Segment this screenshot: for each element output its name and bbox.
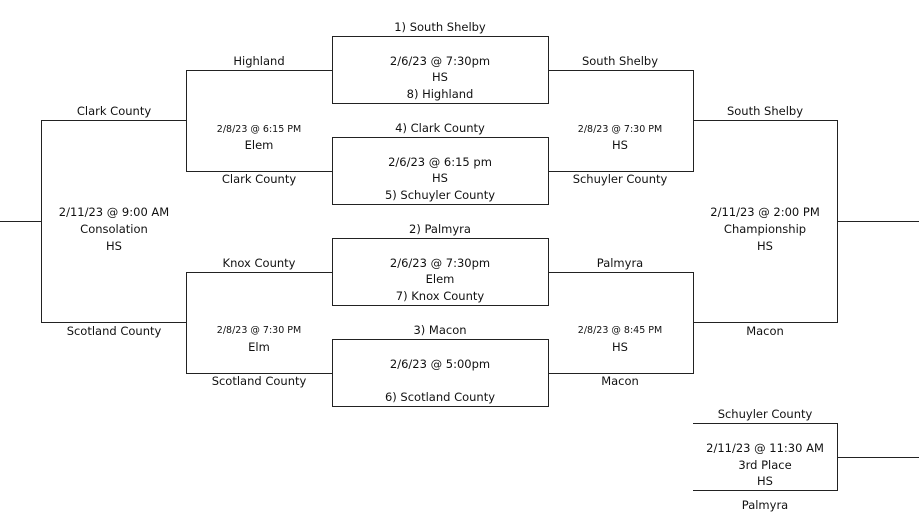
winners-semi-1-top-line (549, 70, 693, 71)
consolation-title: Consolation (80, 222, 148, 236)
consolation-bottom-team: Scotland County (66, 324, 162, 338)
winners-semi-1-bottom-team: Schuyler County (572, 172, 668, 186)
losers-semi-2-top-line (186, 272, 332, 273)
consolation-top-team: Clark County (76, 104, 152, 118)
championship-winner-line (837, 221, 919, 222)
winners-semi-1-bottom-line (549, 171, 693, 172)
consolation-vertical-line (41, 120, 42, 323)
game-4-date: 2/6/23 @ 5:00pm (389, 357, 491, 371)
championship-top-line (693, 120, 837, 121)
losers-semi-1-location: Elem (244, 138, 274, 152)
championship-bottom-team: Macon (746, 324, 784, 338)
game-2-bottom-seed: 5) Schuyler County (384, 188, 496, 202)
consolation-winner-line (0, 221, 41, 222)
championship-title: Championship (723, 222, 807, 236)
winners-semi-1-date: 2/8/23 @ 7:30 PM (577, 124, 663, 135)
game-1-date: 2/6/23 @ 7:30pm (389, 54, 491, 68)
winners-semi-1-location: HS (612, 138, 628, 152)
championship-bottom-line (693, 322, 837, 323)
third-place-top-team: Schuyler County (717, 407, 813, 421)
winners-semi-1-vertical-line (693, 70, 694, 172)
losers-semi-1-vertical-line (186, 70, 187, 172)
losers-semi-1-date: 2/8/23 @ 6:15 PM (216, 124, 302, 135)
third-place-bottom-team: Palmyra (741, 498, 789, 512)
game-2-top-seed: 4) Clark County (395, 121, 485, 135)
losers-semi-2-vertical-line (186, 272, 187, 374)
losers-semi-1-bottom-team: Clark County (221, 172, 297, 186)
winners-semi-2-location: HS (612, 340, 628, 354)
first-round-game-4-box (332, 339, 549, 407)
losers-semi-2-bottom-line (186, 373, 332, 374)
losers-semi-2-location: Elm (248, 340, 270, 354)
game-1-top-seed: 1) South Shelby (394, 20, 486, 34)
winners-semi-2-vertical-line (693, 272, 694, 374)
winners-semi-2-top-team: Palmyra (596, 256, 644, 270)
losers-semi-2-top-team: Knox County (222, 256, 296, 270)
winners-semi-2-bottom-line (549, 373, 693, 374)
game-2-date: 2/6/23 @ 6:15 pm (388, 155, 492, 169)
first-round-game-2-box (332, 137, 549, 205)
third-place-top-line (693, 423, 837, 424)
winners-semi-2-bottom-team: Macon (601, 374, 639, 388)
championship-top-team: South Shelby (726, 104, 804, 118)
game-1-location: HS (432, 70, 448, 84)
winners-semi-1-top-team: South Shelby (581, 54, 659, 68)
first-round-game-1-box (332, 36, 549, 104)
game-4-bottom-seed: 6) Scotland County (384, 390, 496, 404)
third-place-winner-line (837, 457, 919, 458)
consolation-top-line (41, 120, 186, 121)
game-1-bottom-seed: 8) Highland (406, 87, 474, 101)
winners-semi-2-date: 2/8/23 @ 8:45 PM (577, 325, 663, 336)
game-2-location: HS (432, 171, 448, 185)
losers-semi-1-bottom-line (186, 171, 332, 172)
third-place-date: 2/11/23 @ 11:30 AM (706, 441, 824, 455)
third-place-title: 3rd Place (738, 458, 792, 472)
game-3-top-seed: 2) Palmyra (409, 222, 471, 236)
championship-date: 2/11/23 @ 2:00 PM (710, 205, 820, 219)
winners-semi-2-top-line (549, 272, 693, 273)
losers-semi-2-date: 2/8/23 @ 7:30 PM (216, 325, 302, 336)
championship-location: HS (757, 239, 773, 253)
game-3-location: Elem (425, 272, 455, 286)
game-3-bottom-seed: 7) Knox County (395, 289, 485, 303)
game-3-date: 2/6/23 @ 7:30pm (389, 256, 491, 270)
losers-semi-1-top-line (186, 70, 332, 71)
losers-semi-1-top-team: Highland (233, 54, 285, 68)
consolation-location: HS (106, 239, 122, 253)
losers-semi-2-bottom-team: Scotland County (211, 374, 307, 388)
third-place-bottom-line (693, 490, 837, 491)
consolation-date: 2/11/23 @ 9:00 AM (58, 205, 170, 219)
third-place-location: HS (757, 474, 773, 488)
game-4-top-seed: 3) Macon (413, 323, 467, 337)
consolation-bottom-line (41, 322, 186, 323)
first-round-game-3-box (332, 238, 549, 306)
